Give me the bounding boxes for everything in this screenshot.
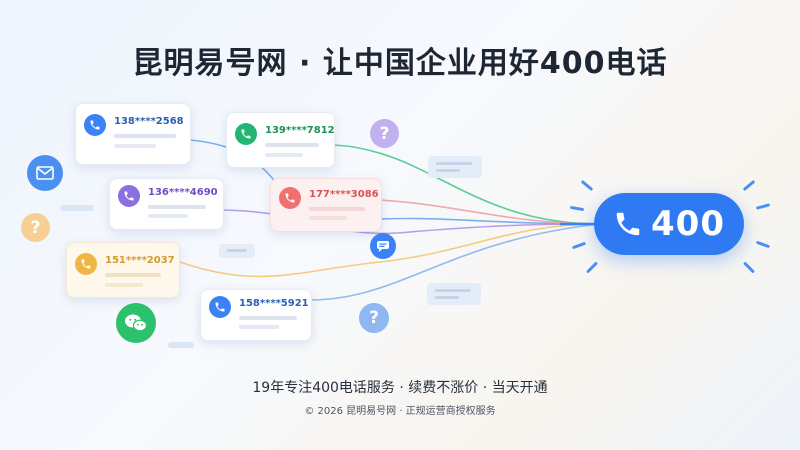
text-placeholder (309, 207, 365, 211)
decor-message (427, 283, 481, 305)
text-placeholder (114, 144, 156, 148)
question-icon: ? (370, 119, 399, 148)
mail-icon (27, 155, 63, 191)
text-placeholder (239, 316, 297, 320)
text-placeholder (148, 214, 188, 218)
phone-icon (84, 114, 106, 136)
phone-icon (279, 187, 301, 209)
contact-card-6[interactable]: 158****5921 (200, 289, 312, 341)
text-placeholder (148, 205, 206, 209)
phone-number: 136****4690 (148, 187, 218, 198)
phone-icon (118, 185, 140, 207)
question-icon: ? (359, 303, 389, 333)
text-placeholder (265, 143, 319, 147)
decor-pill (168, 342, 194, 348)
text-placeholder (265, 153, 303, 157)
page-title: 昆明易号网 · 让中国企业用好400电话 (132, 46, 668, 81)
phone-number: 177****3086 (309, 189, 379, 200)
decor-pill (60, 205, 94, 211)
text-placeholder (114, 134, 176, 138)
line-139 (333, 144, 601, 225)
contact-card-2[interactable]: 139****7812 (226, 112, 335, 168)
text-placeholder (105, 283, 143, 287)
phone-icon (616, 212, 640, 236)
text-placeholder (309, 216, 347, 220)
decor-message (219, 244, 255, 258)
hub-label: 400 (651, 204, 725, 244)
question-icon: ? (21, 213, 50, 242)
phone-icon (75, 253, 97, 275)
contact-card-1[interactable]: 138****2568 (75, 103, 191, 165)
phone-number: 158****5921 (239, 298, 309, 309)
text-placeholder (239, 325, 279, 329)
chat-bubble-icon (370, 233, 396, 259)
phone-number: 138****2568 (114, 116, 184, 127)
phone-icon (235, 123, 257, 145)
footer-text: © 2026 昆明易号网 · 正规运营商授权服务 (304, 406, 496, 417)
phone-number: 151****2037 (105, 255, 175, 266)
contact-card-4[interactable]: 177****3086 (270, 178, 382, 232)
tagline: 19年专注400电话服务 · 续费不涨价 · 当天开通 (252, 380, 548, 396)
wechat-icon (116, 303, 156, 343)
line-158 (309, 223, 601, 301)
phone-number: 139****7812 (265, 125, 335, 136)
line-177 (379, 199, 601, 225)
line-151 (179, 223, 601, 278)
contact-card-5[interactable]: 151****2037 (66, 242, 180, 298)
phone-icon (209, 296, 231, 318)
decor-message (428, 156, 482, 178)
contact-card-3[interactable]: 136****4690 (109, 178, 224, 230)
400-hub: 400 (594, 193, 744, 255)
text-placeholder (105, 273, 161, 277)
